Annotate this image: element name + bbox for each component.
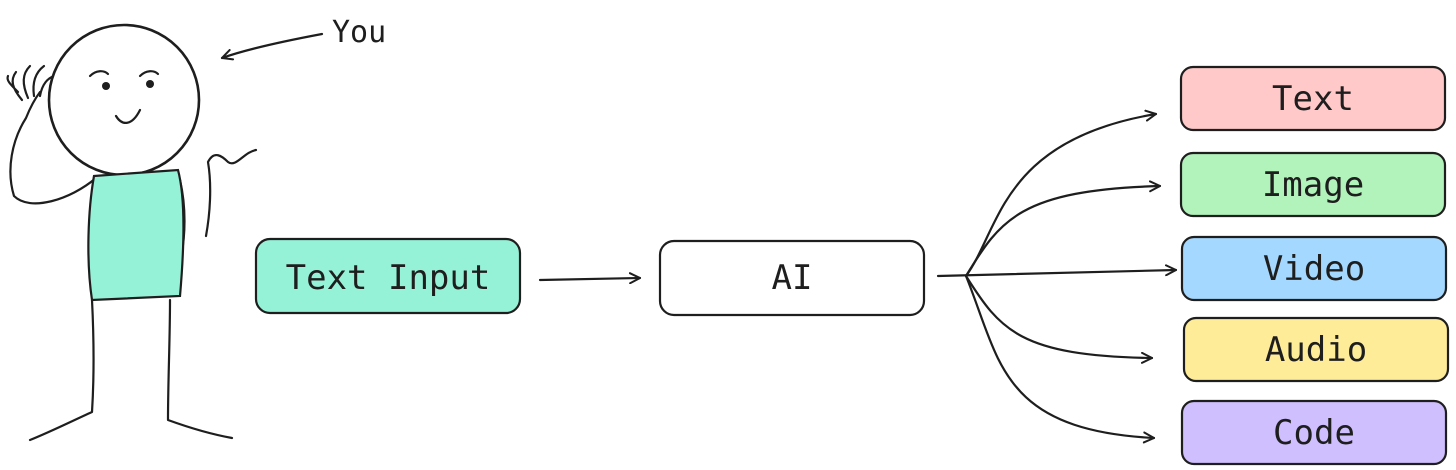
output-nodes: Text Image Video Audio Code <box>1179 65 1450 466</box>
person-label: You <box>332 15 386 50</box>
arrow-to-video <box>936 264 1178 278</box>
output-label-video: Video <box>1263 249 1365 289</box>
output-label-image: Image <box>1262 165 1364 205</box>
output-node-video: Video <box>1180 235 1448 302</box>
output-label-code: Code <box>1273 413 1355 453</box>
output-node-code: Code <box>1180 399 1448 466</box>
input-to-ai-arrow <box>538 272 642 285</box>
arrow-to-audio <box>964 274 1154 364</box>
output-node-audio: Audio <box>1182 316 1450 383</box>
you-arrow <box>220 32 324 61</box>
arrow-to-text <box>964 109 1158 278</box>
output-node-text: Text <box>1179 65 1447 132</box>
ai-label: AI <box>772 258 813 298</box>
person-head <box>47 23 201 177</box>
person-shirt <box>87 168 185 302</box>
output-arrows <box>936 109 1178 444</box>
arrow-to-code <box>964 274 1156 444</box>
output-label-text: Text <box>1272 79 1354 119</box>
output-label-audio: Audio <box>1265 330 1367 370</box>
text-input-node: Text Input <box>254 237 522 315</box>
ai-node: AI <box>658 239 926 317</box>
text-input-label: Text Input <box>286 258 491 298</box>
output-node-image: Image <box>1179 151 1447 218</box>
person-figure <box>6 23 258 442</box>
arrow-to-image <box>964 180 1162 278</box>
